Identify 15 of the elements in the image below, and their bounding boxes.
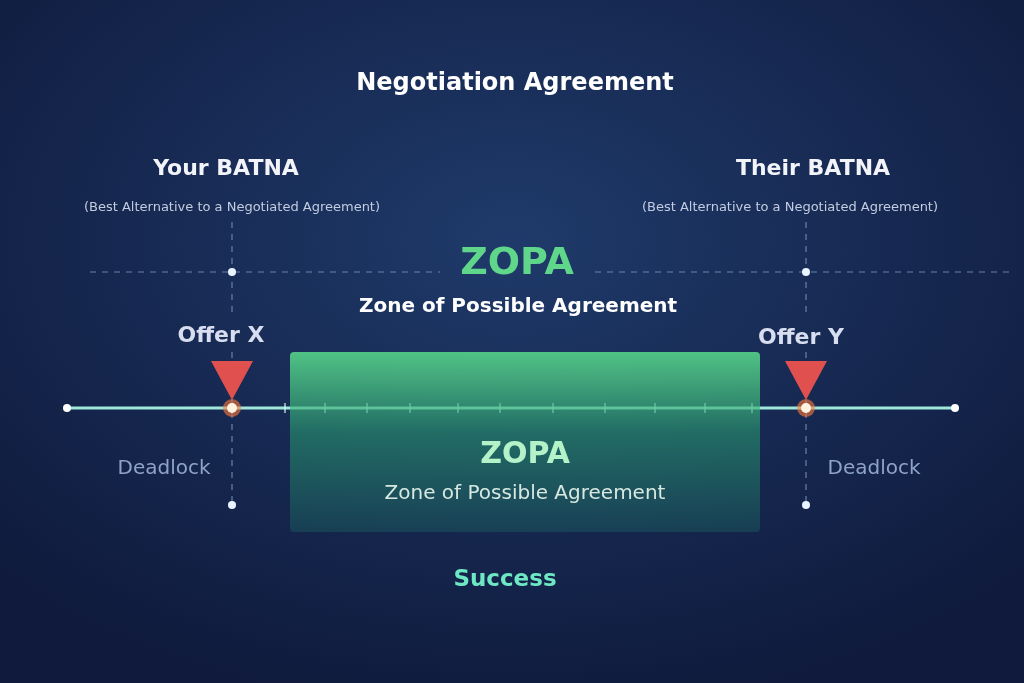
title: Negotiation Agreement bbox=[356, 69, 674, 97]
side-heading: Their BATNA bbox=[735, 155, 891, 181]
offer-label: Offer X bbox=[177, 322, 265, 348]
zone-description: Zone of Possible Agreement bbox=[384, 480, 666, 504]
zone-description: Zone of Possible Agreement bbox=[358, 293, 678, 317]
zone-heading: ZOPA bbox=[460, 240, 574, 284]
zone-heading: ZOPA bbox=[480, 435, 570, 471]
offer-label: Offer Y bbox=[758, 324, 844, 350]
definition-note: (Best Alternative to a Negotiated Agreement) bbox=[641, 199, 939, 215]
definition-note: (Best Alternative to a Negotiated Agreement) bbox=[83, 199, 381, 215]
outcome-label: Deadlock bbox=[117, 455, 211, 479]
outcome-label: Deadlock bbox=[827, 455, 921, 479]
agreement-zone-band bbox=[290, 352, 760, 532]
side-heading: Your BATNA bbox=[153, 155, 299, 181]
outcome-label: Success bbox=[453, 564, 557, 592]
